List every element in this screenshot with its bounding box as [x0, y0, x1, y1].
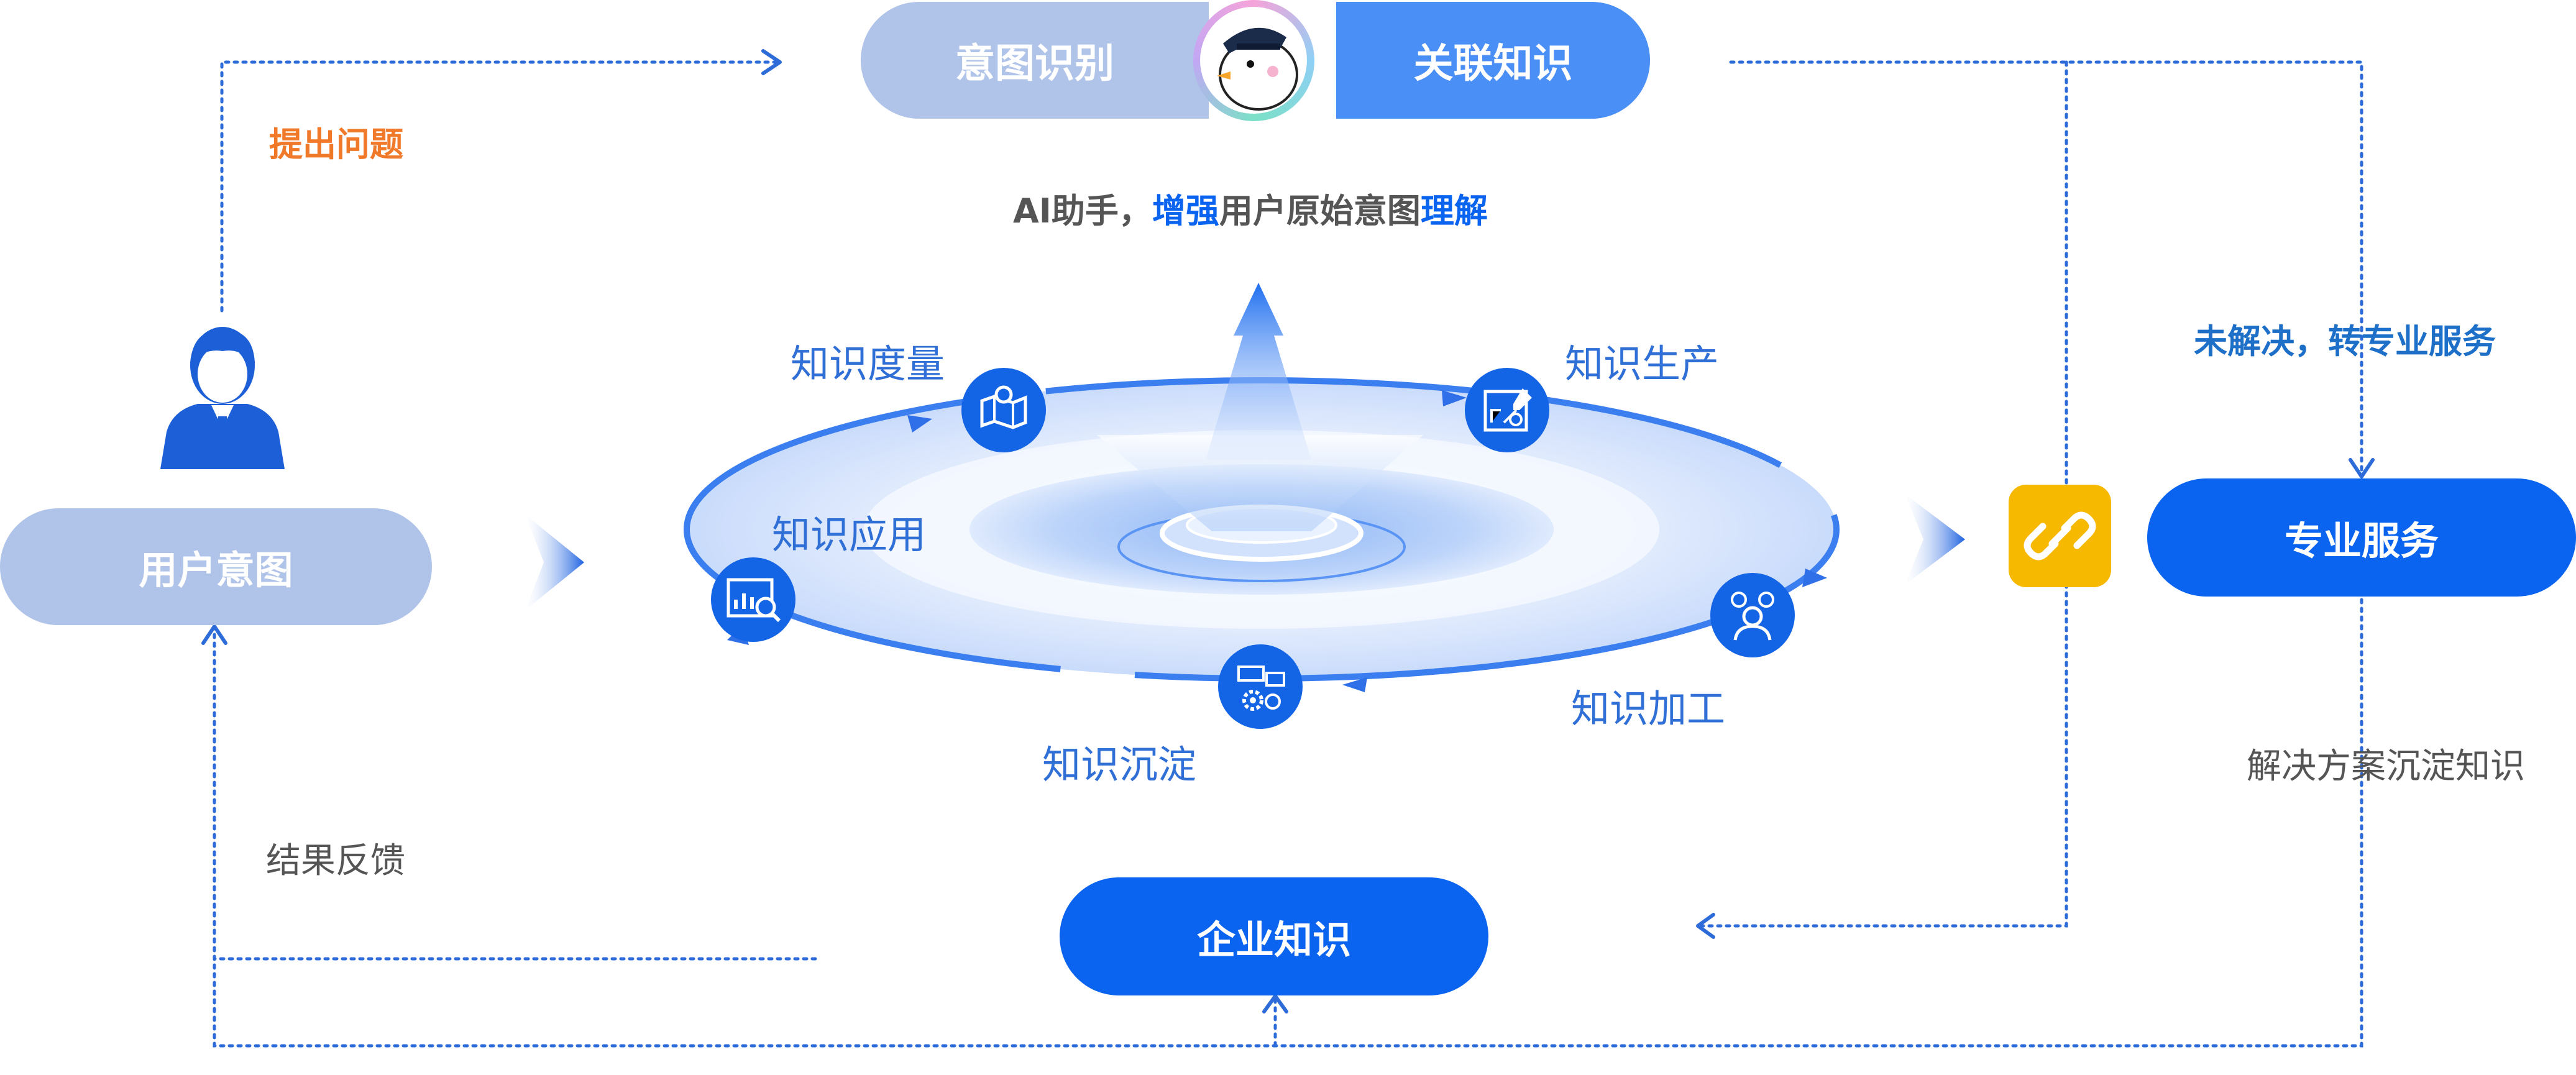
intent-recognition-label: 意图识别 [955, 41, 1114, 87]
result-feedback-label: 结果反馈 [266, 841, 405, 881]
link-to-enterprise-connector [1698, 60, 2068, 928]
enterprise-knowledge-pill: 企业知识 [1060, 877, 1488, 995]
enterprise-knowledge-label: 企业知识 [1196, 917, 1351, 963]
settings-gear-icon [1217, 643, 1304, 730]
right-chevron [1905, 494, 1965, 585]
map-pin-icon [960, 367, 1047, 454]
ask-question-connector [220, 60, 779, 313]
stage-label-application: 知识应用 [772, 512, 927, 557]
blueprint-icon [1464, 367, 1551, 454]
ai-caption-part3: 用户原始意图 [1219, 191, 1421, 231]
feedback-loop-connector [213, 598, 2363, 1048]
upward-beam-arrow [1206, 283, 1311, 460]
left-chevron [525, 515, 584, 610]
user-intent-pill: 用户意图 [0, 508, 432, 625]
professional-service-pill: 专业服务 [2147, 478, 2576, 597]
unresolved-connector [1729, 60, 2363, 477]
ask-question-label: 提出问题 [269, 125, 403, 164]
unresolved-label: 未解决，转专业服务 [2194, 322, 2496, 361]
ai-caption-part1: AI助手， [1013, 191, 1152, 231]
stage-label-production: 知识生产 [1565, 341, 1720, 387]
related-knowledge-pill: 关联知识 [1336, 2, 1650, 119]
stage-label-settlement: 知识沉淀 [1042, 742, 1197, 787]
captain-bird-icon [1193, 0, 1314, 121]
analytics-icon [710, 556, 797, 643]
user-intent-label: 用户意图 [139, 547, 293, 593]
solution-knowledge-label: 解决方案沉淀知识 [2247, 746, 2525, 787]
ai-caption-part4: 理解 [1420, 191, 1488, 231]
stage-label-processing: 知识加工 [1571, 686, 1726, 731]
reviewer-icon [1709, 572, 1796, 659]
user-icon [160, 323, 285, 469]
link-icon [2009, 485, 2111, 587]
related-knowledge-label: 关联知识 [1413, 41, 1573, 87]
ai-caption: AI助手，增强用户原始意图理解 [1013, 183, 1488, 232]
stage-label-measure: 知识度量 [791, 341, 945, 387]
professional-service-label: 专业服务 [2284, 518, 2439, 564]
intent-recognition-pill: 意图识别 [861, 2, 1209, 119]
ai-caption-part2: 增强 [1152, 191, 1219, 231]
